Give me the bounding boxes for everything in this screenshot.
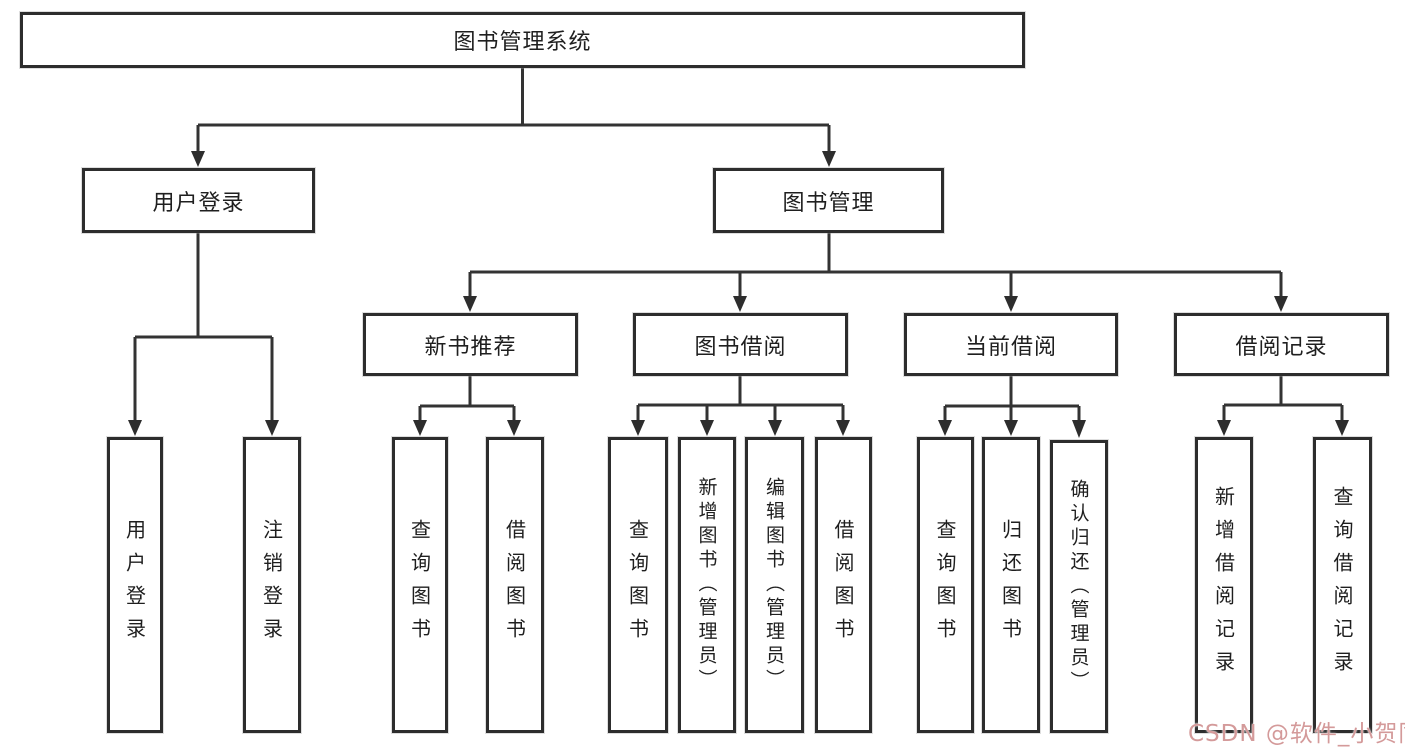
node-label: 注销登录 (259, 519, 284, 651)
node-leaf-bb-add-books-admin: 新增图书（管理员） (678, 437, 736, 733)
node-leaf-bb-borrow-books: 借阅图书 (815, 437, 872, 733)
node-leaf-cb-query-books: 查询图书 (917, 437, 974, 733)
node-new-book-recommend: 新书推荐 (363, 313, 578, 376)
node-label: 编辑图书（管理员） (763, 477, 785, 693)
csdn-watermark: CSDN @软件_小贺同学 (1188, 721, 1405, 747)
node-current-borrowing: 当前借阅 (904, 313, 1118, 376)
node-user-login: 用户登录 (82, 168, 315, 233)
node-label: 归还图书 (998, 519, 1023, 651)
node-label: 借阅记录 (1235, 334, 1328, 360)
node-label: 用户登录 (152, 190, 245, 216)
node-leaf-cb-confirm-return-admin: 确认归还（管理员） (1050, 440, 1108, 733)
node-leaf-br-add-record: 新增借阅记录 (1195, 437, 1253, 733)
node-label: 查询图书 (407, 519, 432, 651)
node-label: 查询图书 (933, 519, 957, 651)
node-leaf-user-login: 用户登录 (107, 437, 163, 733)
node-leaf-cb-return-books: 归还图书 (982, 437, 1040, 733)
node-leaf-bb-edit-books-admin: 编辑图书（管理员） (745, 437, 804, 733)
node-label: 确认归还（管理员） (1067, 478, 1090, 695)
node-label: 新书推荐 (424, 334, 517, 360)
node-label: 新增图书（管理员） (695, 477, 718, 693)
node-label: 借阅图书 (502, 519, 527, 651)
node-leaf-br-query-record: 查询借阅记录 (1313, 437, 1372, 733)
node-label: 图书借阅 (694, 334, 787, 360)
node-label: 图书管理 (782, 190, 875, 216)
node-label: 用户登录 (122, 519, 147, 651)
node-leaf-bb-query-books: 查询图书 (608, 437, 668, 733)
node-book-borrowing: 图书借阅 (633, 313, 848, 376)
node-root: 图书管理系统 (20, 12, 1025, 68)
node-label: 新增借阅记录 (1211, 486, 1236, 684)
node-label: 图书管理系统 (453, 30, 592, 55)
node-label: 当前借阅 (964, 334, 1057, 360)
node-book-management: 图书管理 (713, 168, 944, 233)
connector-shafts (133, 68, 1344, 421)
node-leaf-nb-borrow-books: 借阅图书 (486, 437, 544, 733)
connector-arrowheads (128, 151, 1349, 438)
node-leaf-logout: 注销登录 (243, 437, 301, 733)
node-borrowing-records: 借阅记录 (1174, 313, 1389, 376)
node-label: 查询图书 (625, 519, 650, 651)
node-leaf-nb-query-books: 查询图书 (392, 437, 448, 733)
node-label: 借阅图书 (831, 519, 855, 651)
node-label: 查询借阅记录 (1330, 486, 1354, 684)
